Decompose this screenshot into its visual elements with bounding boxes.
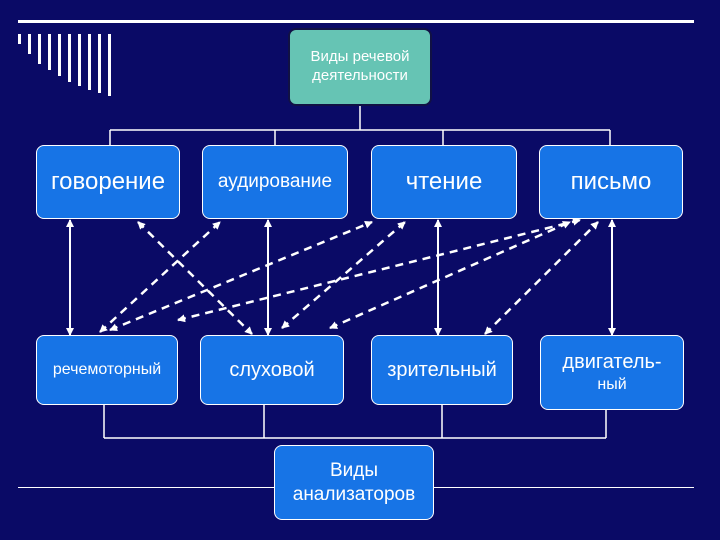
activity-writing: письмо (539, 145, 683, 219)
analyzer-auditory: слуховой (200, 335, 344, 405)
decorative-stripes (18, 34, 118, 96)
bottom-line1: Виды (329, 459, 378, 481)
activity-reading: чтение (371, 145, 517, 219)
root-box: Виды речевой деятельности (288, 28, 432, 106)
root-tree-lines (109, 106, 611, 145)
top-rule (18, 20, 694, 23)
analyzer-motor-line2: ный (597, 376, 627, 393)
bottom-line2: анализаторов (292, 483, 416, 505)
analyzer-visual: зрительный (371, 335, 513, 405)
root-line1: Виды речевой (310, 48, 410, 66)
root-line2: деятельности (312, 67, 408, 84)
bottom-bracket-lines (103, 405, 607, 439)
analyzer-speech-motor: речемоторный (36, 335, 178, 405)
activity-listening: аудирование (202, 145, 348, 219)
analyzers-types-box: Виды анализаторов (274, 445, 434, 520)
analyzer-motor-line1: двигатель- (562, 351, 662, 373)
analyzer-motor: двигатель- ный (540, 335, 684, 410)
activity-speaking: говорение (36, 145, 180, 219)
dashed-arrows (99, 217, 599, 335)
